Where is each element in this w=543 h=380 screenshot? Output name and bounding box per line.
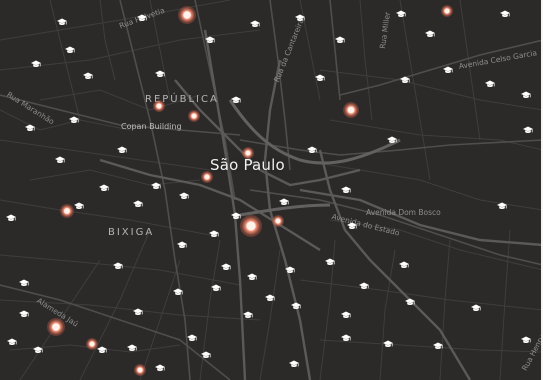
graduation-cap-icon[interactable] bbox=[211, 284, 221, 292]
graduation-cap-icon[interactable] bbox=[99, 184, 109, 192]
heat-hotspot[interactable] bbox=[86, 338, 98, 350]
graduation-cap-icon[interactable] bbox=[500, 10, 510, 18]
graduation-cap-icon[interactable] bbox=[250, 20, 260, 28]
graduation-cap-icon[interactable] bbox=[295, 14, 305, 22]
graduation-cap-icon[interactable] bbox=[523, 126, 533, 134]
heat-hotspot[interactable] bbox=[272, 215, 284, 227]
heat-hotspot[interactable] bbox=[343, 102, 359, 118]
graduation-cap-icon[interactable] bbox=[405, 298, 415, 306]
graduation-cap-icon[interactable] bbox=[133, 200, 143, 208]
graduation-cap-icon[interactable] bbox=[383, 340, 393, 348]
graduation-cap-icon[interactable] bbox=[113, 262, 123, 270]
graduation-cap-icon[interactable] bbox=[359, 282, 369, 290]
heat-hotspot[interactable] bbox=[178, 6, 196, 24]
graduation-cap-icon[interactable] bbox=[335, 36, 345, 44]
street-label-avenida-dom-bosco: Avenida Dom Bosco bbox=[366, 208, 441, 217]
heat-hotspot[interactable] bbox=[242, 147, 254, 159]
graduation-cap-icon[interactable] bbox=[497, 202, 507, 210]
graduation-cap-icon[interactable] bbox=[247, 273, 257, 281]
graduation-cap-icon[interactable] bbox=[19, 279, 29, 287]
graduation-cap-icon[interactable] bbox=[521, 91, 531, 99]
graduation-cap-icon[interactable] bbox=[341, 334, 351, 342]
graduation-cap-icon[interactable] bbox=[231, 96, 241, 104]
graduation-cap-icon[interactable] bbox=[97, 346, 107, 354]
graduation-cap-icon[interactable] bbox=[279, 198, 289, 206]
heat-hotspot[interactable] bbox=[153, 100, 165, 112]
graduation-cap-icon[interactable] bbox=[25, 124, 35, 132]
graduation-cap-icon[interactable] bbox=[243, 311, 253, 319]
graduation-cap-icon[interactable] bbox=[33, 346, 43, 354]
graduation-cap-icon[interactable] bbox=[155, 70, 165, 78]
graduation-cap-icon[interactable] bbox=[231, 212, 241, 220]
graduation-cap-icon[interactable] bbox=[471, 304, 481, 312]
graduation-cap-icon[interactable] bbox=[399, 261, 409, 269]
graduation-cap-icon[interactable] bbox=[155, 364, 165, 372]
heat-hotspot[interactable] bbox=[201, 171, 213, 183]
district-label-bixiga: BIXIGA bbox=[108, 227, 155, 238]
graduation-cap-icon[interactable] bbox=[83, 72, 93, 80]
graduation-cap-icon[interactable] bbox=[315, 74, 325, 82]
graduation-cap-icon[interactable] bbox=[289, 360, 299, 368]
heat-hotspot[interactable] bbox=[240, 215, 262, 237]
frame-edge bbox=[541, 0, 543, 380]
graduation-cap-icon[interactable] bbox=[521, 336, 531, 344]
graduation-cap-icon[interactable] bbox=[201, 351, 211, 359]
graduation-cap-icon[interactable] bbox=[55, 156, 65, 164]
graduation-cap-icon[interactable] bbox=[433, 342, 443, 350]
graduation-cap-icon[interactable] bbox=[133, 308, 143, 316]
graduation-cap-icon[interactable] bbox=[341, 311, 351, 319]
graduation-cap-icon[interactable] bbox=[341, 186, 351, 194]
heat-hotspot[interactable] bbox=[47, 318, 65, 336]
graduation-cap-icon[interactable] bbox=[425, 30, 435, 38]
heat-hotspot[interactable] bbox=[441, 5, 453, 17]
graduation-cap-icon[interactable] bbox=[6, 214, 16, 222]
graduation-cap-icon[interactable] bbox=[179, 192, 189, 200]
graduation-cap-icon[interactable] bbox=[307, 146, 317, 154]
graduation-cap-icon[interactable] bbox=[7, 338, 17, 346]
graduation-cap-icon[interactable] bbox=[65, 46, 75, 54]
heat-hotspot[interactable] bbox=[134, 364, 146, 376]
graduation-cap-icon[interactable] bbox=[151, 182, 161, 190]
graduation-cap-icon[interactable] bbox=[57, 18, 67, 26]
graduation-cap-icon[interactable] bbox=[127, 344, 137, 352]
graduation-cap-icon[interactable] bbox=[173, 288, 183, 296]
graduation-cap-icon[interactable] bbox=[19, 310, 29, 318]
poi-label-copan: Copan Building bbox=[121, 122, 182, 131]
heat-hotspot[interactable] bbox=[188, 110, 200, 122]
graduation-cap-icon[interactable] bbox=[74, 202, 84, 210]
graduation-cap-icon[interactable] bbox=[69, 116, 79, 124]
graduation-cap-icon[interactable] bbox=[396, 10, 406, 18]
graduation-cap-icon[interactable] bbox=[187, 334, 197, 342]
graduation-cap-icon[interactable] bbox=[285, 266, 295, 274]
city-label: São Paulo bbox=[210, 156, 285, 174]
heat-hotspot[interactable] bbox=[60, 204, 74, 218]
district-label-republica: REPÚBLICA bbox=[145, 94, 219, 105]
graduation-cap-icon[interactable] bbox=[137, 14, 147, 22]
graduation-cap-icon[interactable] bbox=[325, 258, 335, 266]
graduation-cap-icon[interactable] bbox=[387, 136, 397, 144]
graduation-cap-icon[interactable] bbox=[485, 80, 495, 88]
graduation-cap-icon[interactable] bbox=[443, 66, 453, 74]
graduation-cap-icon[interactable] bbox=[400, 76, 410, 84]
graduation-cap-icon[interactable] bbox=[265, 294, 275, 302]
graduation-cap-icon[interactable] bbox=[221, 263, 231, 271]
graduation-cap-icon[interactable] bbox=[205, 36, 215, 44]
graduation-cap-icon[interactable] bbox=[177, 241, 187, 249]
graduation-cap-icon[interactable] bbox=[209, 230, 219, 238]
graduation-cap-icon[interactable] bbox=[31, 60, 41, 68]
graduation-cap-icon[interactable] bbox=[117, 146, 127, 154]
graduation-cap-icon[interactable] bbox=[347, 222, 357, 230]
graduation-cap-icon[interactable] bbox=[291, 302, 301, 310]
